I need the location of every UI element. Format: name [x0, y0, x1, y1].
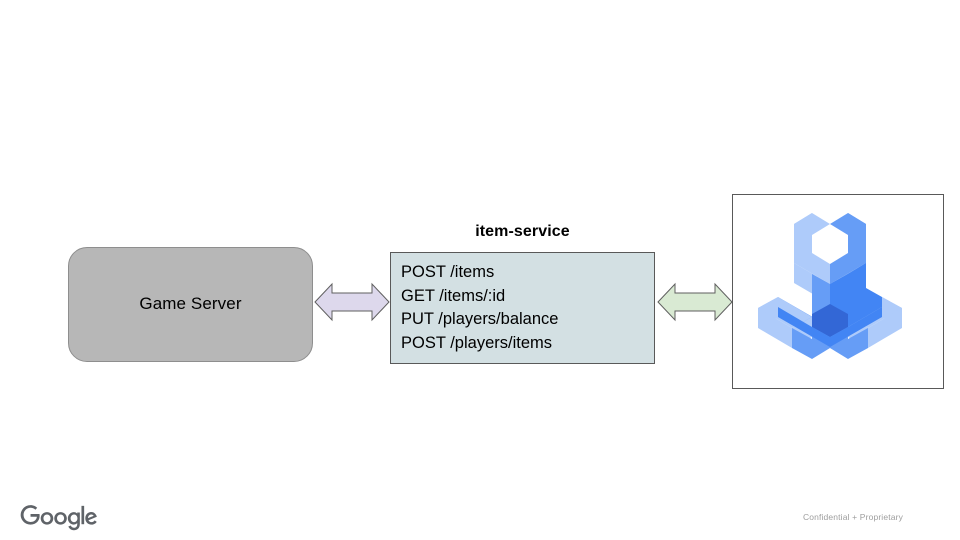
- double-headed-arrow-icon: [314, 282, 390, 322]
- node-item-service[interactable]: POST /items GET /items/:id PUT /players/…: [390, 252, 655, 364]
- endpoint-line: POST /items: [401, 263, 495, 281]
- connector-item-service-to-datastore[interactable]: [657, 281, 733, 323]
- endpoint-line: GET /items/:id: [401, 286, 506, 305]
- game-server-label: Game Server: [139, 294, 242, 314]
- confidential-proprietary-note: Confidential + Proprietary: [802, 512, 903, 522]
- endpoint-line: POST /players/items: [401, 333, 552, 352]
- double-headed-arrow-icon: [657, 282, 733, 322]
- isometric-tri-prong-logo-icon: [758, 212, 902, 359]
- google-logo: [20, 505, 97, 531]
- item-service-title: item-service: [475, 223, 570, 240]
- node-game-server[interactable]: Game Server: [68, 247, 313, 362]
- endpoint-line: PUT /players/balance: [401, 310, 559, 328]
- datastore-image-frame[interactable]: [732, 194, 944, 389]
- connector-game-server-to-item-service[interactable]: [314, 281, 390, 323]
